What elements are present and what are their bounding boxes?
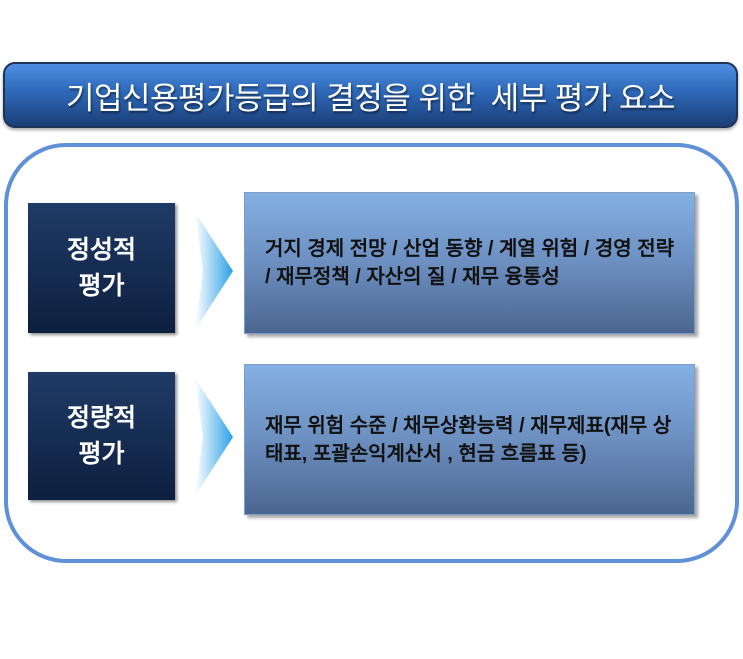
description-text: 재무 위험 수준 / 채무상환능력 / 재무제표(재무 상태표, 포괄손익계산서… — [265, 414, 672, 465]
quantitative-description-box: 재무 위험 수준 / 채무상환능력 / 재무제표(재무 상태표, 포괄손익계산서… — [244, 364, 695, 515]
content-frame — [4, 143, 739, 563]
label-line: 정량적 — [66, 404, 136, 432]
qualitative-label-box: 정성적 평가 — [28, 203, 175, 333]
title-banner: 기업신용평가등급의 결정을 위한 세부 평가 요소 — [3, 62, 738, 128]
description-text: 거지 경제 전망 / 산업 동향 / 계열 위험 / 경영 전략 / 재무정책 … — [265, 238, 674, 288]
label-line: 정성적 — [66, 236, 136, 264]
label-line: 평가 — [78, 272, 125, 300]
label-line: 평가 — [78, 440, 125, 468]
quantitative-label-box: 정량적 평가 — [28, 372, 175, 500]
chevron-right-icon — [195, 212, 233, 330]
page-title: 기업신용평가등급의 결정을 위한 세부 평가 요소 — [65, 80, 676, 116]
chevron-right-icon — [195, 378, 233, 496]
qualitative-description-box: 거지 경제 전망 / 산업 동향 / 계열 위험 / 경영 전략 / 재무정책 … — [244, 192, 695, 334]
